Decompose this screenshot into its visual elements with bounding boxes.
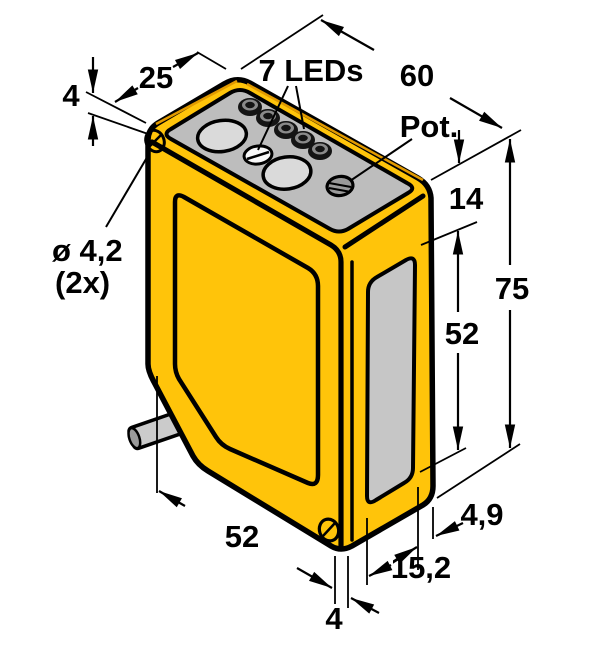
white-screw-icon (242, 144, 274, 166)
sensor-housing (127, 77, 436, 552)
dim-15-2-label: 15,2 (391, 550, 451, 585)
dim-25-label: 25 (139, 60, 173, 95)
dim-60-label: 60 (400, 58, 434, 93)
side-window (365, 256, 417, 505)
front-top-edge (149, 139, 344, 550)
front-panel (172, 193, 321, 487)
leds-label: 7 LEDs (258, 53, 363, 88)
leds-leader-2 (295, 85, 305, 130)
bevel-line-left (155, 79, 238, 126)
dim-52-bottom-label: 52 (225, 519, 259, 554)
dim-75-label: 75 (495, 271, 529, 306)
cable-end-icon (127, 426, 142, 450)
pot-leader (349, 138, 413, 182)
hole-leader (105, 153, 150, 228)
pot-label: Pot. (400, 109, 459, 144)
dim-52-right-label: 52 (445, 316, 479, 351)
led-bump (291, 131, 315, 149)
led-bump (256, 109, 280, 127)
dim-4-top-label: 4 (62, 78, 80, 113)
led-bump (308, 142, 332, 160)
mounting-hole-bottom-icon (317, 517, 341, 543)
leader-lines (105, 85, 413, 228)
dimension-lines (87, 19, 516, 614)
led-bump (238, 98, 262, 116)
lens-1 (195, 118, 249, 154)
dim-14-label: 14 (449, 181, 484, 216)
dim-4-bottom-label: 4 (325, 601, 343, 636)
lens-2 (261, 155, 313, 191)
bevel-line-right (246, 82, 424, 182)
hole-dia-label: ø 4,2 (52, 233, 123, 268)
pot-screw-icon (325, 174, 355, 198)
led-row (238, 98, 332, 160)
dim-4-9-label: 4,9 (460, 497, 503, 532)
labels: 4 25 7 LEDs 60 Pot. 14 75 52 ø 4,2 (2x) … (52, 53, 529, 636)
hole-count-label: (2x) (55, 265, 110, 300)
leds-leader-1 (257, 85, 289, 151)
led-bump (274, 121, 298, 139)
mounting-hole-top-icon (144, 128, 166, 154)
side-top-edge (342, 193, 426, 250)
extension-lines (85, 14, 522, 608)
